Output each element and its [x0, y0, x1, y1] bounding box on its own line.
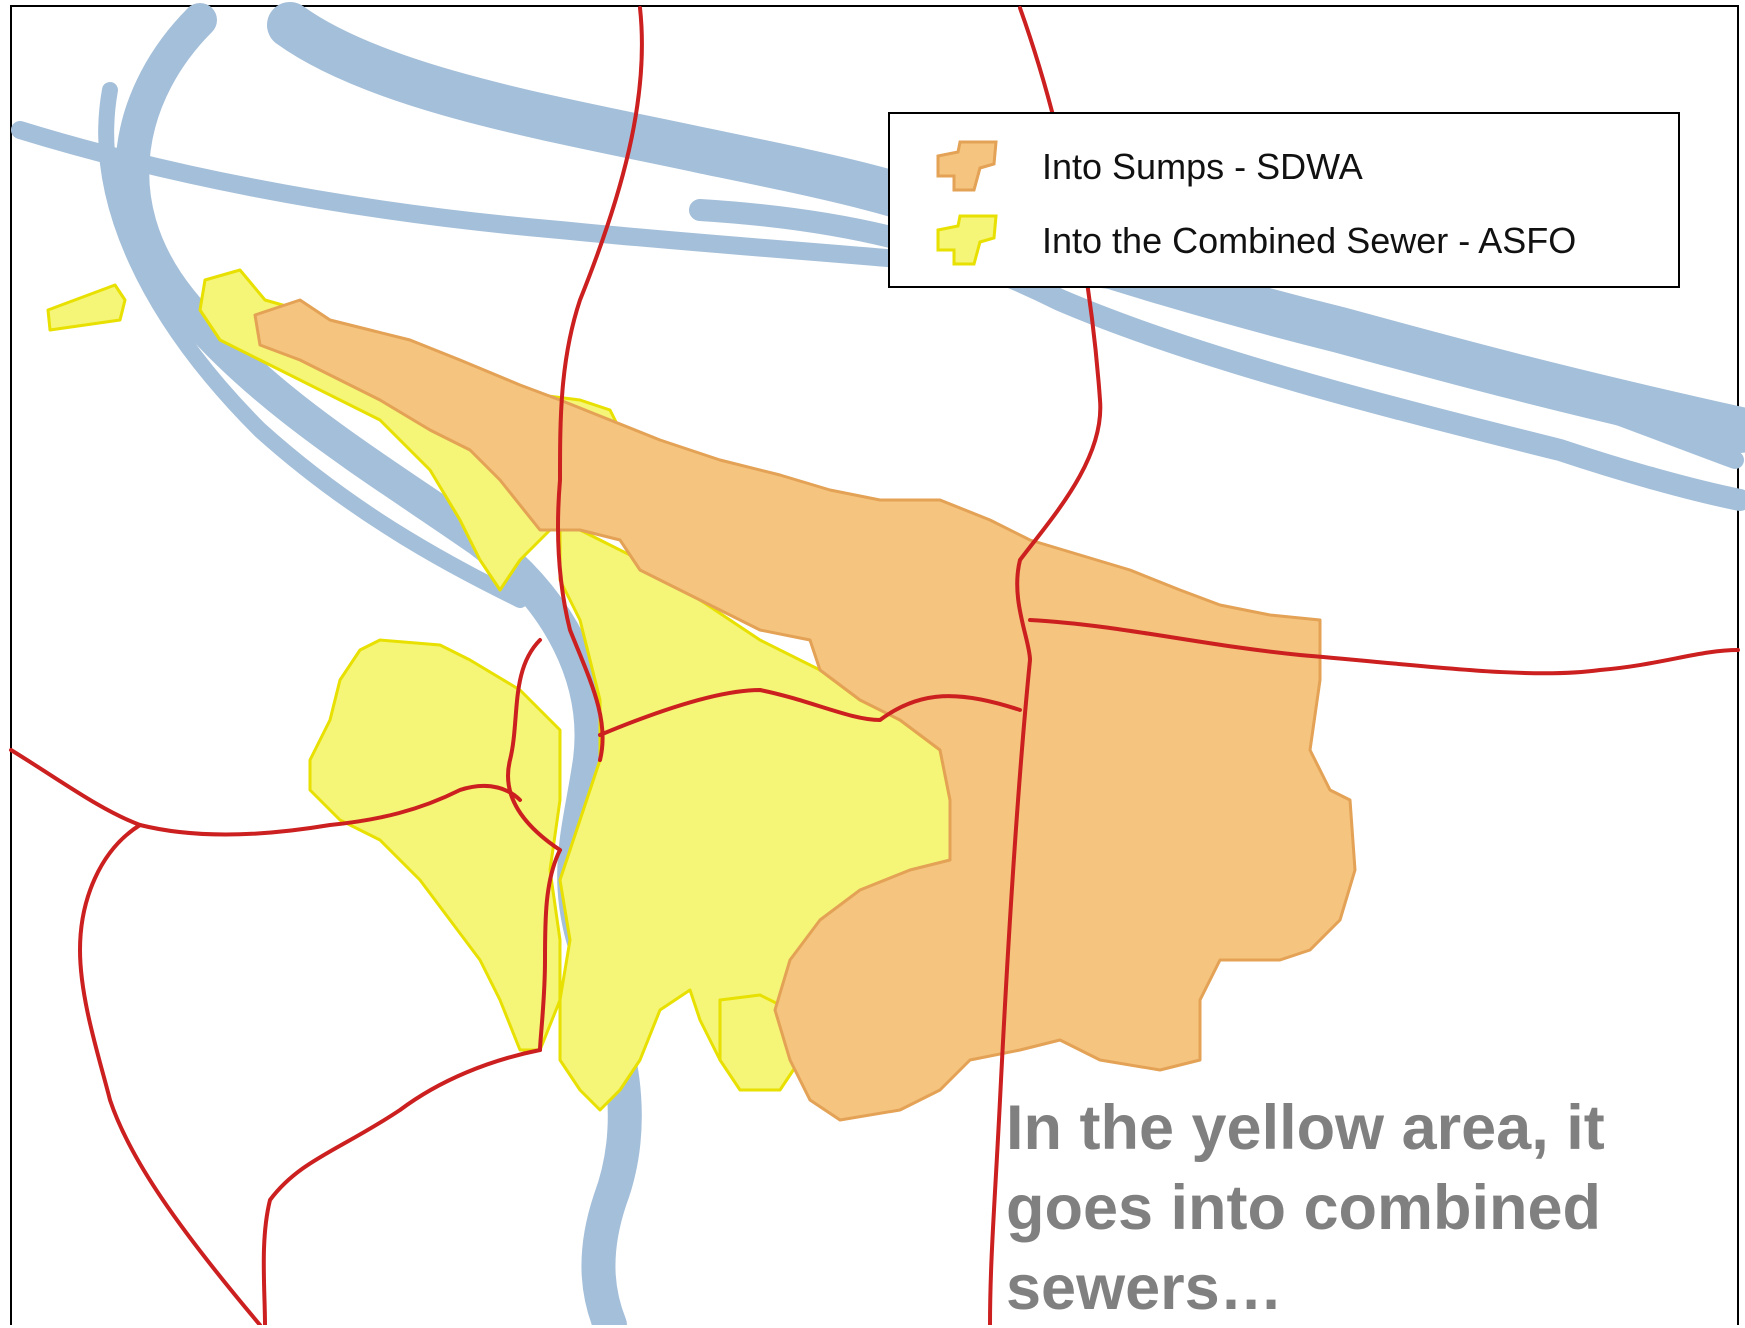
highway-us26	[9, 748, 522, 837]
highway-east	[1028, 618, 1740, 676]
caption-line-2: goes into combined	[1006, 1173, 1602, 1243]
map-legend: Into Sumps - SDWA Into the Combined Sewe…	[888, 112, 1680, 288]
highway-layer	[9, 6, 1740, 1325]
caption-line-3: sewers…	[1006, 1253, 1283, 1323]
highway-loop-west	[506, 638, 562, 852]
caption-line-1: In the yellow area, it	[1006, 1093, 1605, 1163]
columbia-river-channel	[11, 121, 1744, 469]
legend-item-sewer: Into the Combined Sewer - ASFO	[890, 206, 1678, 266]
willamette-river	[115, 3, 642, 1325]
highway-i84	[598, 688, 1022, 737]
highway-i5-south	[261, 1048, 542, 1325]
highway-217	[78, 823, 262, 1325]
legend-label-sewer: Into the Combined Sewer - ASFO	[1042, 220, 1577, 261]
legend-label-sumps: Into Sumps - SDWA	[1042, 146, 1363, 187]
multnomah-channel	[98, 82, 528, 608]
highway-i405-south	[538, 848, 562, 1052]
legend-swatch-sewer	[936, 214, 998, 266]
legend-item-sumps: Into Sumps - SDWA	[890, 132, 1678, 192]
legend-swatch-sumps	[936, 140, 998, 192]
sumps-area	[253, 298, 1357, 1122]
map-caption: In the yellow area, it goes into combine…	[1006, 1088, 1736, 1328]
highway-i5-north	[556, 6, 644, 762]
